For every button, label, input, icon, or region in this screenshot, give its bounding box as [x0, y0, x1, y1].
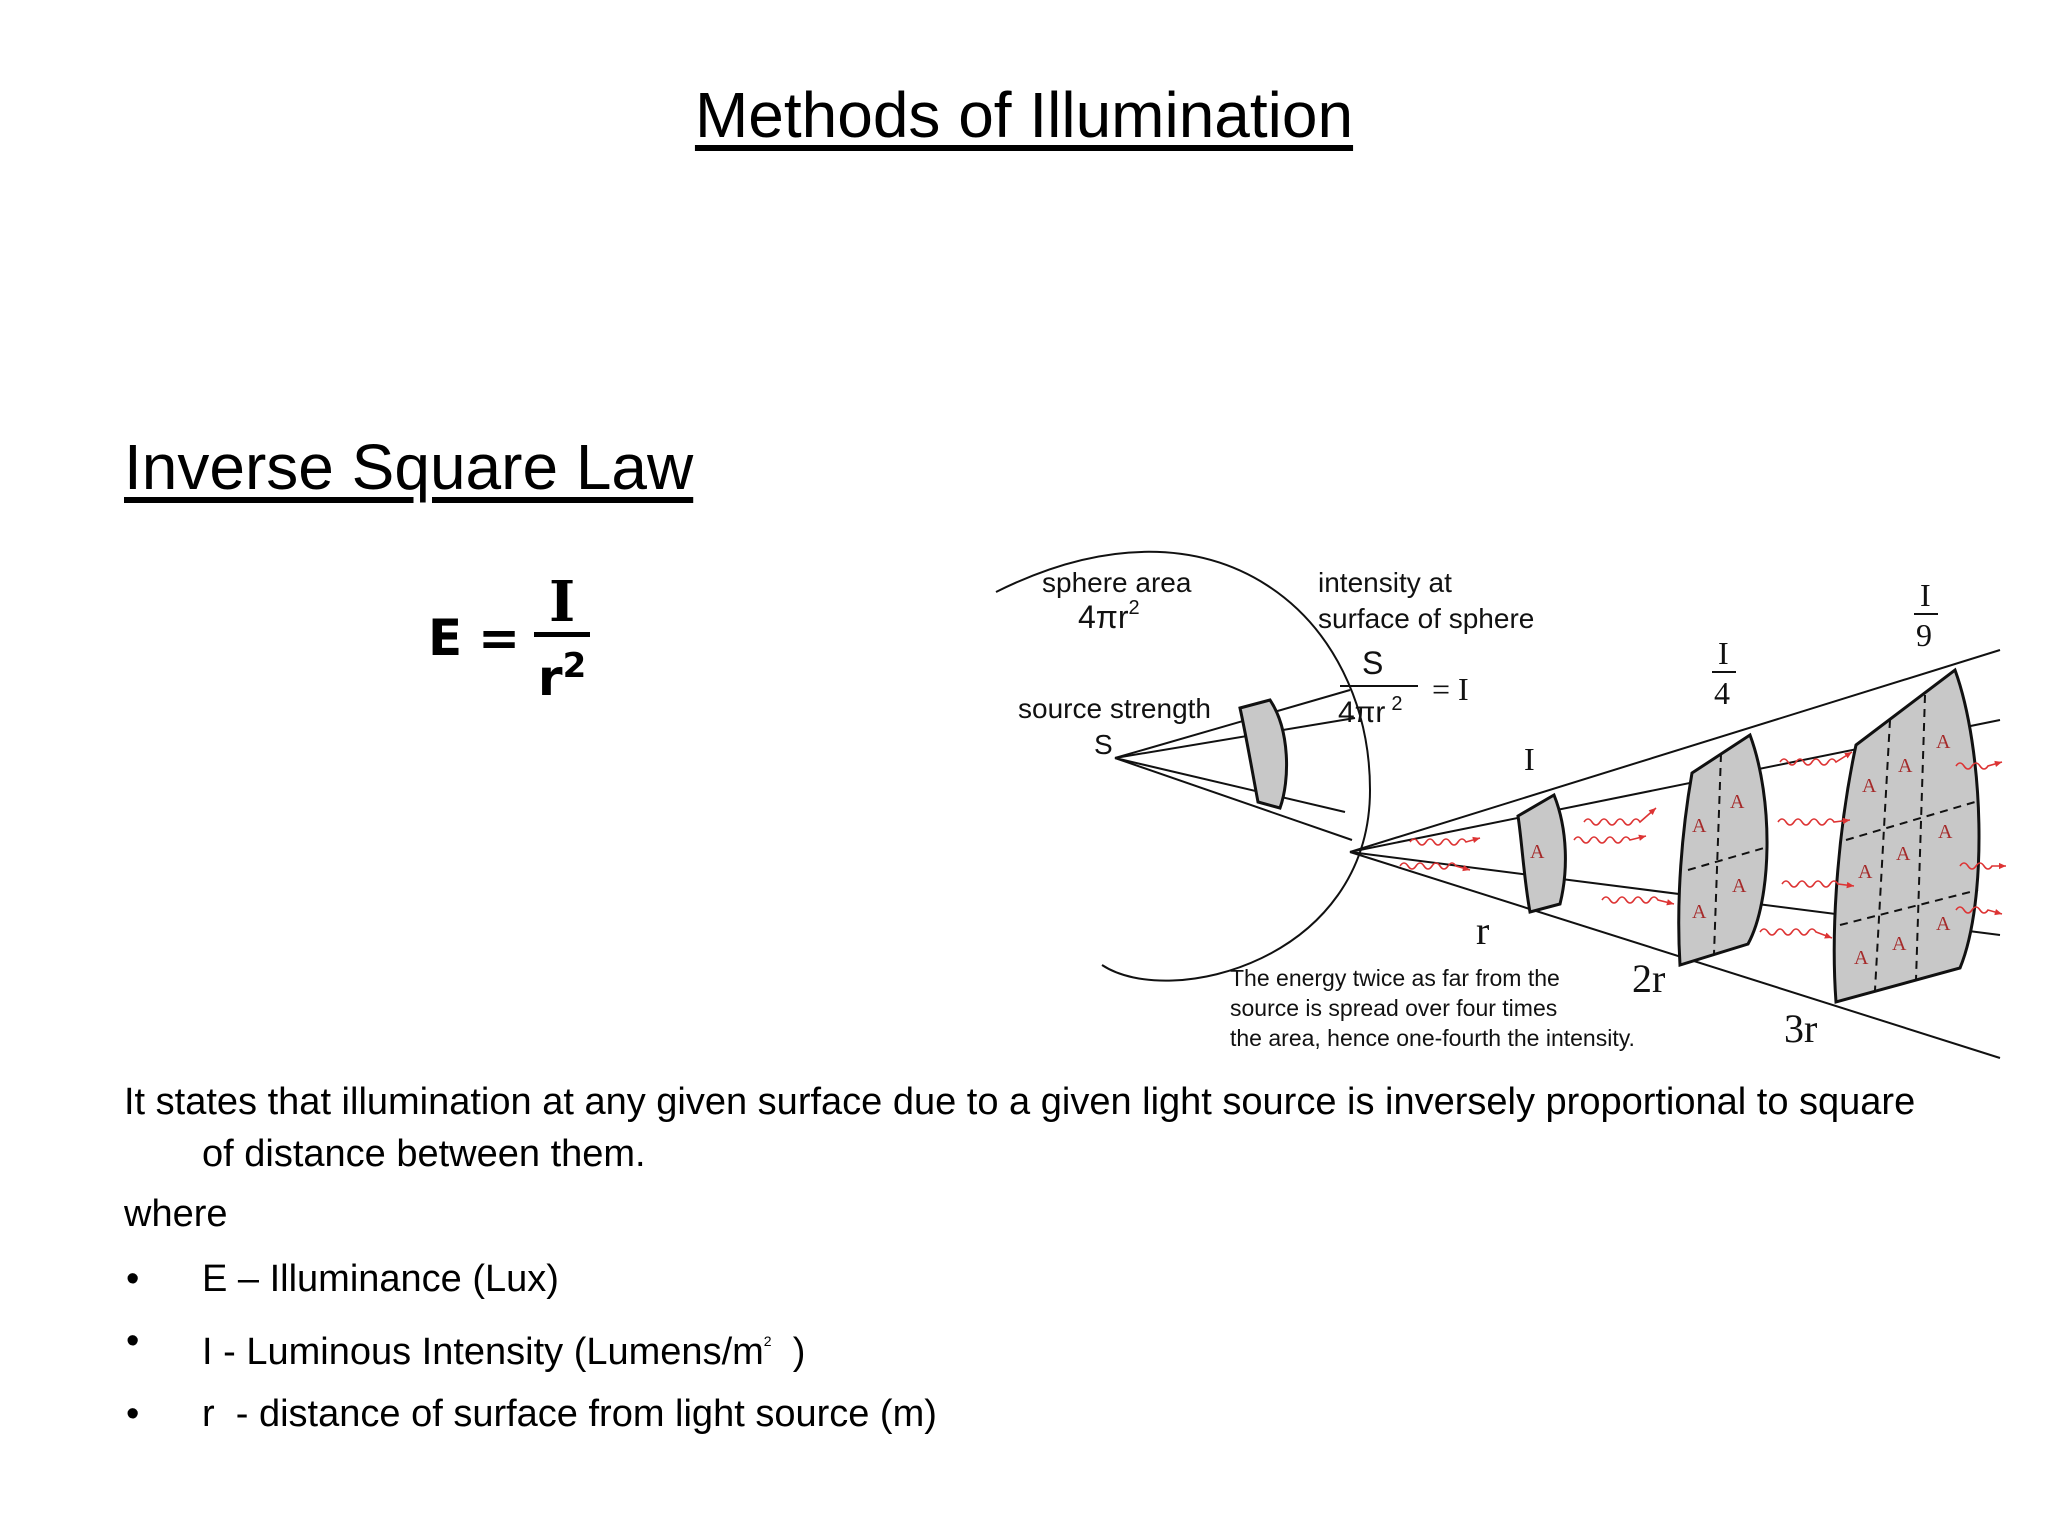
area-label: A	[1692, 815, 1707, 837]
variable-description: I - Luminous Intensity (Lumens/m	[202, 1331, 764, 1373]
distance-r-label: r	[1476, 908, 1489, 953]
formula-fraction-bar	[534, 631, 591, 637]
area-label: A	[1898, 755, 1913, 777]
caption-line2: source is spread over four times	[1230, 995, 1557, 1021]
distance-2r-label: 2r	[1632, 956, 1665, 1001]
variable-list: • E – Illuminance (Lux) • I - Luminous Int…	[124, 1248, 1954, 1445]
inverse-square-formula: E = I r2	[428, 574, 591, 703]
section-title: Inverse Square Law	[124, 431, 694, 503]
intensity-at-2r-numerator: I	[1718, 635, 1729, 671]
variable-description: r - distance of surface from light sourc…	[202, 1393, 937, 1435]
intensity-fraction-denominator-text: 4πr	[1338, 696, 1385, 729]
intensity-fraction-denominator-exponent: 2	[1391, 693, 1402, 715]
bullet: •	[126, 1258, 140, 1300]
formula-denominator-base: r	[537, 648, 563, 707]
energy-waves	[1399, 751, 2006, 939]
source-strength-label: source strength	[1018, 693, 1211, 724]
area-label: A	[1936, 731, 1951, 753]
area-label: A	[1938, 821, 1953, 843]
body-text: It states that illumination at any given…	[124, 1076, 1954, 1445]
source-symbol: S	[1094, 729, 1113, 760]
variable-list-item: • I - Luminous Intensity (Lumens/m2 )	[124, 1310, 1954, 1383]
sphere-area-exponent: 2	[1129, 597, 1140, 619]
variable-description: E – Illuminance (Lux)	[202, 1258, 559, 1300]
intensity-label-line1: intensity at	[1318, 567, 1452, 598]
formula-lhs: E	[428, 609, 463, 667]
unit-exponent: 2	[763, 1333, 772, 1349]
bullet: •	[126, 1320, 140, 1362]
intensity-at-3r-numerator: I	[1920, 577, 1931, 613]
sphere-area-formula-text: 4πr	[1078, 599, 1129, 635]
area-label: A	[1862, 775, 1877, 797]
formula-numerator: I	[548, 568, 576, 635]
source-rays	[1114, 689, 1356, 841]
area-label: A	[1896, 843, 1911, 865]
area-label: A	[1730, 791, 1745, 813]
intensity-at-2r-denominator: 4	[1714, 675, 1730, 711]
formula-fraction: I r2	[534, 568, 591, 703]
intensity-at-r: I	[1524, 741, 1535, 777]
where-label: where	[124, 1193, 228, 1235]
patch-3r: A A A A A A A A A	[1832, 667, 1981, 1004]
patch-2r: A A A A	[1677, 732, 1769, 967]
sphere-arc	[995, 550, 1372, 982]
area-label: A	[1530, 841, 1545, 863]
variable-list-item: • E – Illuminance (Lux)	[124, 1248, 1954, 1310]
area-label: A	[1936, 913, 1951, 935]
intensity-fraction-denominator: 4πr 2	[1338, 693, 1403, 729]
intensity-fraction-numerator: S	[1362, 645, 1383, 681]
slide-title: Methods of Illumination	[694, 79, 1354, 151]
distance-3r-label: 3r	[1784, 1006, 1817, 1051]
area-label: A	[1732, 875, 1747, 897]
caption-line3: the area, hence one-fourth the intensity…	[1230, 1025, 1635, 1051]
law-statement: It states that illumination at any given…	[124, 1081, 1916, 1175]
intensity-label-line2: surface of sphere	[1318, 603, 1534, 634]
area-label: A	[1892, 933, 1907, 955]
inverse-square-diagram: A A A A A A A A A A A A A A	[995, 550, 2006, 1059]
area-label: A	[1854, 947, 1869, 969]
formula-denominator-exponent: 2	[562, 645, 587, 686]
bullet: •	[126, 1393, 140, 1435]
variable-list-item: • r - distance of surface from light sour…	[124, 1383, 1954, 1445]
area-label: A	[1858, 861, 1873, 883]
patch-r: A	[1516, 792, 1567, 914]
formula-equals: =	[478, 609, 521, 667]
sphere-area-label: sphere area	[1042, 567, 1192, 598]
caption-line1: The energy twice as far from the	[1230, 965, 1560, 991]
area-label: A	[1692, 901, 1707, 923]
intensity-fraction-result: = I	[1432, 671, 1469, 707]
small-sphere-patch	[1238, 698, 1288, 810]
variable-description-end: )	[771, 1331, 806, 1373]
formula-denominator: r2	[538, 641, 586, 703]
sphere-area-formula: 4πr2	[1078, 597, 1140, 635]
intensity-at-3r-denominator: 9	[1916, 617, 1932, 653]
